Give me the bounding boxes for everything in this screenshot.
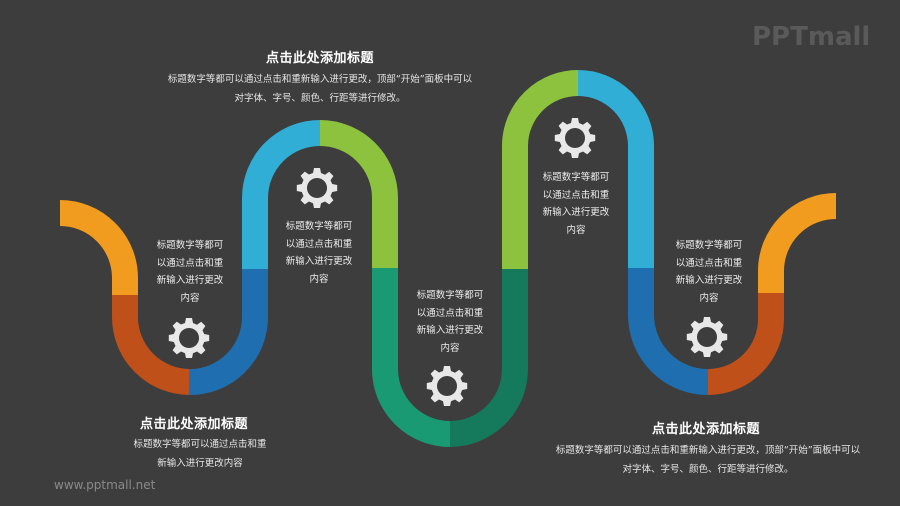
block-title-top[interactable]: 点击此处添加标题 [266, 51, 375, 66]
text-line: 新输入进行更改内容 [157, 458, 243, 469]
text-line: 以通过点击和重 [285, 238, 353, 250]
segment-light-blue-1 [242, 119, 322, 269]
text-line: 以通过点击和重 [156, 257, 224, 269]
segment-green-2 [502, 69, 580, 269]
text-line: 以通过点击和重 [675, 257, 743, 269]
segment-light-blue-2 [577, 70, 654, 269]
text-line: 标题数字等都可 [156, 240, 224, 251]
text-line: 标题数字等都可以通过点击和重新输入进行更改，顶部“开始”面板中可以 [555, 445, 861, 456]
segment-rust-2 [707, 292, 784, 395]
text-line: 新输入进行更改 [675, 275, 743, 286]
text-line: 新输入进行更改 [285, 256, 353, 267]
text-line: 对字体、字号、颜色、行距等进行修改。 [234, 93, 406, 104]
segment-green-1 [319, 120, 398, 269]
segment-rust-1 [112, 295, 191, 395]
gear-icon [296, 168, 338, 208]
text-line: 新输入进行更改 [542, 207, 610, 218]
text-line: 内容 [699, 292, 719, 304]
block-text-bottom-right[interactable]: 标题数字等都可以通过点击和重新输入进行更改，顶部“开始”面板中可以 对字体、字号… [538, 441, 878, 479]
text-line: 内容 [180, 292, 200, 304]
footer-url: www.pptmall.net [54, 478, 156, 492]
text-line: 标题数字等都可 [542, 172, 610, 183]
text-line: 标题数字等都可 [416, 290, 484, 301]
segment-orange-start [59, 200, 138, 296]
segment-dark-teal [449, 268, 528, 447]
block-text-top[interactable]: 标题数字等都可以通过点击和重新输入进行更改，顶部“开始”面板中可以 对字体、字号… [150, 70, 490, 108]
gear-icon [426, 366, 468, 406]
gear-icon [554, 118, 596, 158]
text-line: 标题数字等都可以通过点击和重新输入进行更改，顶部“开始”面板中可以 [167, 74, 473, 85]
segment-dark-blue-1 [188, 268, 268, 396]
text-line: 以通过点击和重 [542, 189, 610, 201]
segment-orange-end [758, 193, 837, 293]
gear-icon [686, 317, 728, 357]
node-text-1[interactable]: 标题数字等都可 以通过点击和重 新输入进行更改 内容 [148, 237, 232, 307]
node-text-4[interactable]: 标题数字等都可 以通过点击和重 新输入进行更改 内容 [534, 169, 618, 239]
text-line: 新输入进行更改 [156, 275, 224, 286]
block-title-bottom-left[interactable]: 点击此处添加标题 [140, 417, 249, 432]
block-title-bottom-right[interactable]: 点击此处添加标题 [652, 422, 761, 437]
text-line: 标题数字等都可以通过点击和重 [133, 439, 267, 450]
text-line: 以通过点击和重 [416, 307, 484, 319]
gear-icon [168, 318, 210, 358]
text-line: 新输入进行更改 [416, 325, 484, 336]
text-line: 内容 [309, 273, 329, 285]
node-text-2[interactable]: 标题数字等都可 以通过点击和重 新输入进行更改 内容 [277, 218, 361, 288]
text-line: 内容 [566, 224, 586, 236]
pptmall-logo: PPTmall [752, 22, 871, 52]
node-text-5[interactable]: 标题数字等都可 以通过点击和重 新输入进行更改 内容 [667, 237, 751, 307]
text-line: 对字体、字号、颜色、行距等进行修改。 [622, 464, 794, 475]
block-text-bottom-left[interactable]: 标题数字等都可以通过点击和重 新输入进行更改内容 [115, 435, 285, 473]
segment-teal [372, 268, 452, 448]
text-line: 标题数字等都可 [285, 221, 353, 232]
node-text-3[interactable]: 标题数字等都可 以通过点击和重 新输入进行更改 内容 [408, 287, 492, 357]
segment-dark-blue-2 [628, 268, 710, 396]
text-line: 内容 [440, 342, 460, 354]
text-line: 标题数字等都可 [675, 240, 743, 251]
